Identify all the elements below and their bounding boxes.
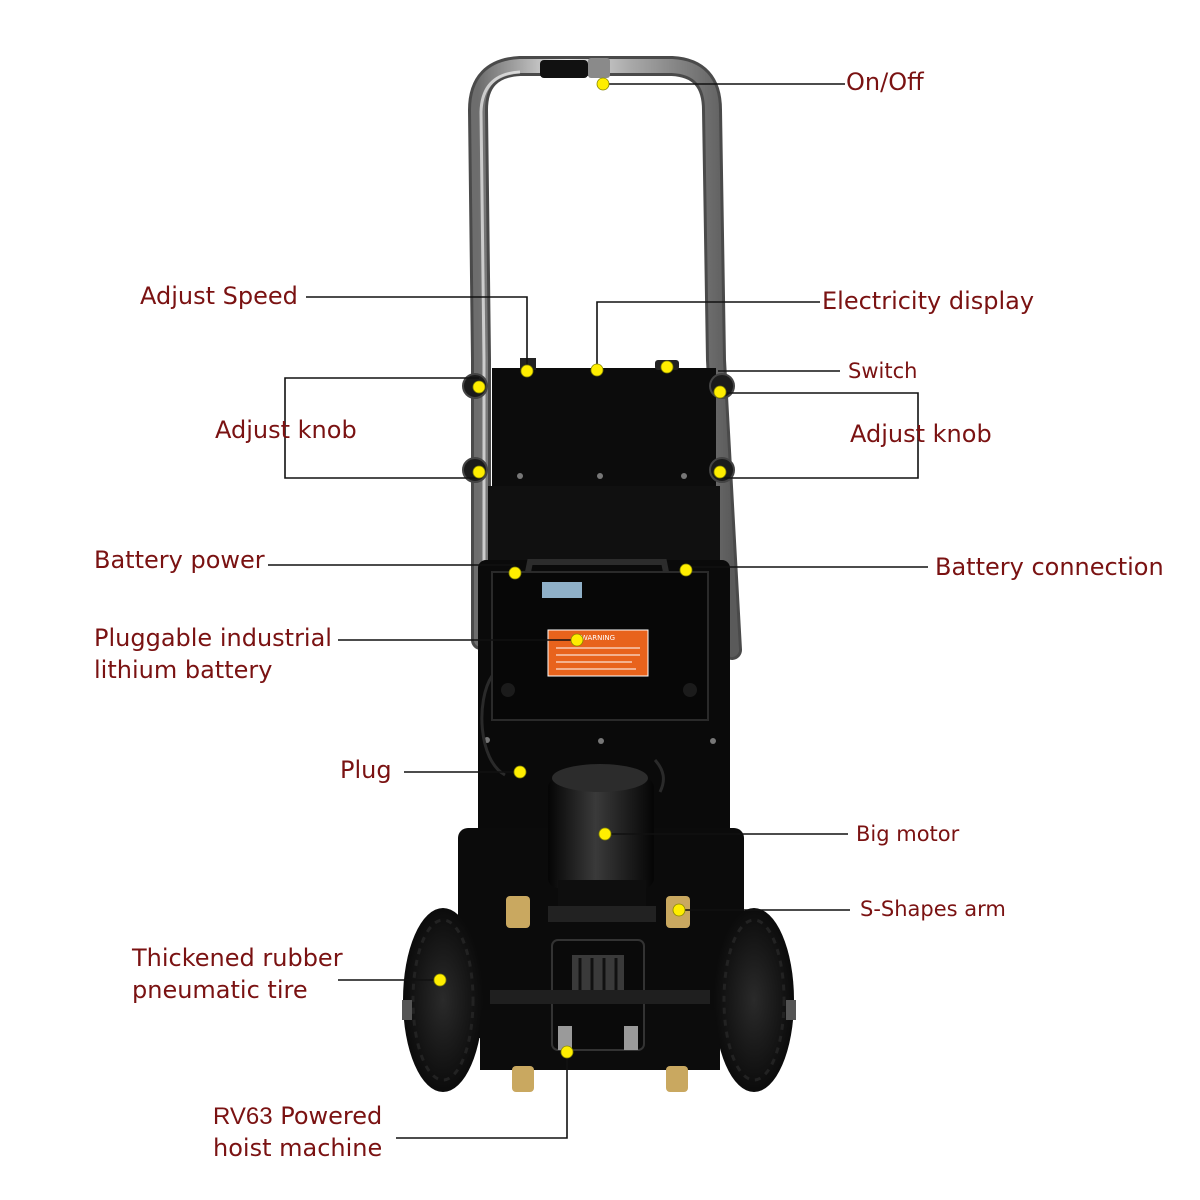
label-hoist-model: RV63 xyxy=(213,1103,273,1130)
label-s-shapes-arm: S-Shapes arm xyxy=(860,897,1006,921)
marker-knob-upper-right xyxy=(713,385,727,399)
marker-plug xyxy=(513,765,527,779)
marker-knob-upper-left xyxy=(472,380,486,394)
marker-battery-power xyxy=(508,566,522,580)
marker-on-off xyxy=(596,77,610,91)
label-adjust-speed: Adjust Speed xyxy=(140,282,298,310)
label-hoist-line2: hoist machine xyxy=(213,1134,383,1162)
marker-hoist xyxy=(560,1045,574,1059)
leader-adjust-speed xyxy=(306,296,528,371)
leader-electricity-display xyxy=(596,301,820,370)
leader-hoist xyxy=(396,1052,568,1139)
label-hoist-line1: RV63 Powered xyxy=(213,1100,382,1133)
marker-battery xyxy=(570,633,584,647)
label-hoist-line1-rest: Powered xyxy=(272,1102,383,1130)
left-tire xyxy=(402,908,483,1092)
marker-knob-lower-right xyxy=(713,465,727,479)
label-tire-line2: pneumatic tire xyxy=(132,976,308,1004)
leader-adjust-knob-right xyxy=(720,392,919,479)
marker-switch xyxy=(660,360,674,374)
label-battery-power: Battery power xyxy=(94,546,265,574)
warning-sticker-text: WARNING xyxy=(581,634,615,642)
marker-tire xyxy=(433,973,447,987)
battery-pack: WARNING xyxy=(491,559,709,721)
marker-electricity-display xyxy=(590,363,604,377)
leader-adjust-knob-left xyxy=(284,377,479,479)
label-adjust-knob-right: Adjust knob xyxy=(850,420,992,448)
label-pluggable-battery-line2: lithium battery xyxy=(94,656,273,684)
control-panel xyxy=(462,358,735,486)
marker-battery-connection xyxy=(679,563,693,577)
label-switch: Switch xyxy=(848,359,918,383)
label-big-motor: Big motor xyxy=(856,822,960,846)
gearbox xyxy=(490,939,710,1051)
right-tire xyxy=(714,908,796,1092)
label-battery-connection: Battery connection xyxy=(935,553,1164,581)
label-adjust-knob-left: Adjust knob xyxy=(215,416,357,444)
marker-adjust-speed xyxy=(520,364,534,378)
marker-knob-lower-left xyxy=(472,465,486,479)
leader-lines xyxy=(268,83,928,1139)
label-electricity-display: Electricity display xyxy=(822,287,1035,315)
steel-handle xyxy=(467,56,742,660)
label-plug: Plug xyxy=(340,756,392,784)
marker-dots xyxy=(433,77,727,1059)
marker-motor xyxy=(598,827,612,841)
label-pluggable-battery-line1: Pluggable industrial xyxy=(94,624,332,652)
marker-s-arm xyxy=(672,903,686,917)
label-on-off: On/Off xyxy=(846,68,924,96)
label-tire-line1: Thickened rubber xyxy=(132,944,343,972)
motor xyxy=(548,764,656,922)
